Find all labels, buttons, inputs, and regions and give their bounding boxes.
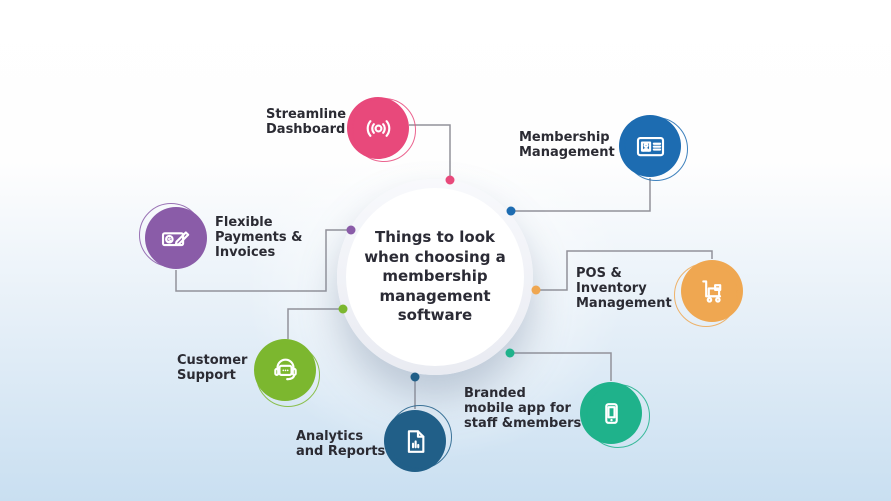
connector-dot-payments bbox=[346, 225, 356, 235]
connector-dot-analytics bbox=[410, 372, 420, 382]
label-pos-inventory: POS & Inventory Management bbox=[576, 266, 672, 311]
label-line: Flexible bbox=[215, 215, 273, 230]
bubble-membership-management bbox=[619, 115, 681, 177]
invoice-pencil-icon: $ bbox=[161, 230, 189, 246]
bubble-streamline-dashboard bbox=[347, 97, 409, 159]
label-line: and Reports bbox=[296, 444, 386, 460]
dollar-glyph: $ bbox=[167, 236, 171, 243]
label-membership-management: Membership Management bbox=[519, 130, 615, 160]
connector-dot-streamline bbox=[445, 175, 455, 185]
label-line: Dashboard bbox=[266, 122, 346, 138]
bubble-analytics-reports bbox=[384, 410, 446, 472]
chat-dot bbox=[281, 369, 284, 371]
label-line: staff &members bbox=[464, 416, 582, 432]
wire-mobile bbox=[514, 352, 612, 381]
wire-pos bbox=[539, 250, 713, 291]
label-branded-mobile-app: Branded mobile app for staff &members bbox=[464, 386, 581, 431]
label-line: Streamline bbox=[266, 107, 347, 122]
connector-dot-pos bbox=[531, 285, 541, 295]
wire-membership bbox=[514, 178, 651, 212]
bubble-flexible-payments: $ bbox=[145, 207, 207, 269]
label-line: Management bbox=[576, 296, 672, 312]
chat-dot bbox=[284, 369, 286, 371]
label-line: Invoices bbox=[215, 245, 276, 261]
bubble-pos-inventory bbox=[681, 260, 743, 322]
chat-dot bbox=[286, 369, 289, 371]
broadcast-icon bbox=[366, 119, 390, 137]
label-streamline-dashboard: Streamline Dashboard bbox=[266, 107, 346, 137]
label-line: Management bbox=[519, 145, 615, 161]
label-line: Support bbox=[177, 368, 236, 384]
label-customer-support: Customer Support bbox=[177, 353, 247, 383]
connector-dot-support bbox=[338, 304, 348, 314]
label-line: Inventory bbox=[576, 281, 647, 297]
id-card-icon bbox=[636, 136, 664, 156]
center-title-line: membership bbox=[382, 267, 488, 286]
center-title-circle: Things to look when choosing a membershi… bbox=[346, 188, 524, 366]
label-line: Branded bbox=[464, 386, 526, 401]
smartphone-icon bbox=[604, 402, 618, 424]
center-title-line: Things to look bbox=[374, 228, 496, 247]
wire-support bbox=[287, 308, 340, 339]
label-line: Analytics bbox=[296, 429, 364, 444]
connector-dot-mobile bbox=[505, 348, 515, 358]
label-flexible-payments: Flexible Payments & Invoices bbox=[215, 215, 302, 260]
handtruck-icon bbox=[701, 279, 721, 303]
home-button-dot bbox=[609, 418, 613, 421]
headset-icon bbox=[273, 358, 297, 380]
mic-dot bbox=[285, 377, 288, 380]
center-title-line: management bbox=[379, 286, 491, 305]
label-line: mobile app for bbox=[464, 401, 571, 417]
label-line: Payments & bbox=[215, 230, 303, 246]
label-line: POS & bbox=[576, 266, 622, 281]
wire-streamline bbox=[409, 124, 451, 178]
label-line: Membership bbox=[519, 130, 610, 145]
bubble-customer-support bbox=[254, 339, 316, 401]
center-title-line: software bbox=[397, 306, 473, 325]
report-document-icon bbox=[407, 429, 424, 453]
label-analytics-reports: Analytics and Reports bbox=[296, 429, 385, 459]
wire-payments bbox=[175, 229, 348, 292]
bubble-branded-mobile-app bbox=[580, 382, 642, 444]
center-title-line: when choosing a bbox=[364, 247, 506, 266]
connector-dot-membership bbox=[506, 206, 516, 216]
label-line: Customer bbox=[177, 353, 248, 368]
